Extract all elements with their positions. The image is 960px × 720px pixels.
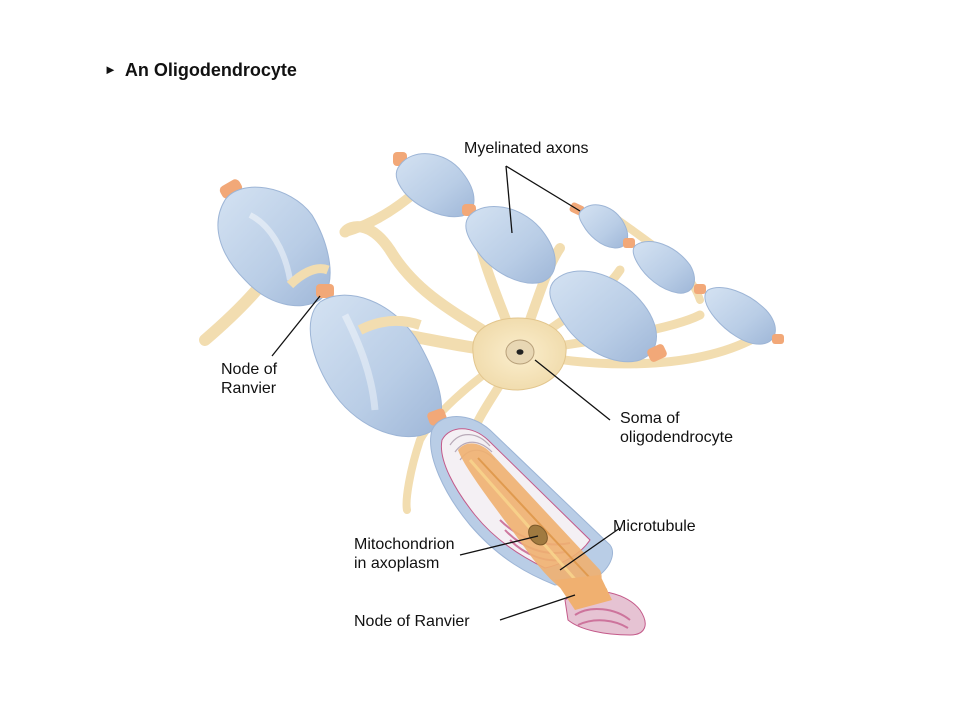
label-soma-line1: Soma of <box>620 410 680 427</box>
figure-title-text: An Oligodendrocyte <box>124 60 297 80</box>
myelin-cutaway <box>430 416 646 636</box>
label-mito-line2: in axoplasm <box>354 555 440 572</box>
leader-myelinated-1 <box>505 165 513 234</box>
myelin-sheaths-right-chain <box>569 202 784 345</box>
soma <box>472 317 567 391</box>
myelin-sheath-right-center <box>549 270 667 363</box>
leader-lines <box>271 165 621 621</box>
label-mitochondrion: Mitochondrion in axoplasm <box>354 535 455 573</box>
label-microtubule: Microtubule <box>613 518 696 535</box>
label-node-left-line2: Ranvier <box>221 380 277 397</box>
label-node-left-line1: Node of <box>221 361 278 378</box>
leader-microtubule <box>559 527 621 571</box>
leader-soma <box>534 359 611 421</box>
leader-mitochondrion <box>459 535 539 556</box>
figure-title: ► An Oligodendrocyte <box>104 60 297 81</box>
label-node-of-ranvier-left: Node of Ranvier <box>221 360 277 398</box>
label-mito-line1: Mitochondrion <box>354 536 455 553</box>
myelin-sheath-large <box>309 294 442 438</box>
leader-node-left <box>271 295 321 357</box>
myelin-sheath-top-center <box>393 152 476 218</box>
node-of-ranvier-left <box>316 284 334 298</box>
title-marker-icon: ► <box>104 62 117 77</box>
mitochondrion <box>528 524 548 546</box>
label-node-of-ranvier-bottom: Node of Ranvier <box>354 613 470 630</box>
leader-node-bottom <box>499 594 576 621</box>
label-soma: Soma of oligodendrocyte <box>620 409 733 447</box>
label-soma-line2: oligodendrocyte <box>620 429 733 446</box>
myelin-sheath-upper-left <box>217 179 331 307</box>
leader-myelinated-2 <box>505 165 581 212</box>
label-myelinated-axons: Myelinated axons <box>464 140 589 157</box>
myelin-sheath-center <box>465 205 556 284</box>
